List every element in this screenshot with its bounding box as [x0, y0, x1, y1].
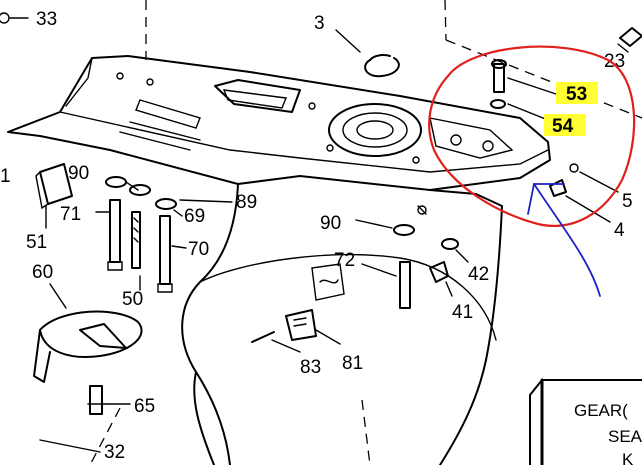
- label-89: 89: [236, 192, 257, 213]
- dashed-guides: [89, 0, 642, 465]
- gearcase-housing: [7, 55, 551, 465]
- label-51: 51: [26, 232, 47, 253]
- label-90-right: 90: [320, 213, 341, 234]
- highlight-54: [544, 114, 586, 136]
- highlight-53: [556, 82, 598, 104]
- label-53: 53: [566, 84, 587, 105]
- parts-41-42: [429, 238, 469, 297]
- part-65-plug: [87, 385, 131, 415]
- label-72: 72: [334, 250, 355, 271]
- label-54: 54: [552, 116, 574, 137]
- label-3: 3: [314, 13, 325, 34]
- info-box-line2: SEA: [608, 427, 642, 446]
- label-1: 1: [0, 166, 11, 187]
- part-3-snap-ring: [335, 29, 400, 78]
- label-81: 81: [342, 353, 363, 374]
- label-23: 23: [604, 51, 625, 72]
- parts-4-5: [549, 163, 619, 223]
- label-5: 5: [622, 191, 633, 212]
- part-51-anode: [35, 163, 73, 229]
- label-50: 50: [122, 289, 143, 310]
- label-69: 69: [184, 206, 205, 227]
- label-41: 41: [452, 302, 473, 323]
- info-box-line1: GEAR(: [574, 401, 628, 420]
- parts-81-83: [251, 309, 341, 353]
- label-33: 33: [36, 9, 57, 30]
- info-box: [529, 378, 642, 465]
- label-70: 70: [188, 239, 209, 260]
- parts-53-54: [490, 59, 557, 121]
- label-90-left: 90: [68, 163, 89, 184]
- part-72-bolt: [355, 205, 427, 309]
- label-71: 71: [60, 204, 81, 225]
- label-4: 4: [614, 220, 625, 241]
- callout-33: [0, 12, 29, 24]
- part-23: [617, 27, 642, 53]
- markup-circle: [428, 45, 636, 227]
- label-60: 60: [32, 262, 53, 283]
- info-box-line3: K: [622, 450, 634, 465]
- label-32: 32: [104, 442, 125, 463]
- label-42: 42: [468, 264, 489, 285]
- label-65: 65: [134, 396, 155, 417]
- label-83: 83: [300, 357, 321, 378]
- callout-32: [39, 439, 101, 453]
- bolts-left-group: [95, 176, 233, 293]
- part-60-trim-tab: [33, 283, 143, 383]
- markup-arrow-icon: [527, 183, 601, 297]
